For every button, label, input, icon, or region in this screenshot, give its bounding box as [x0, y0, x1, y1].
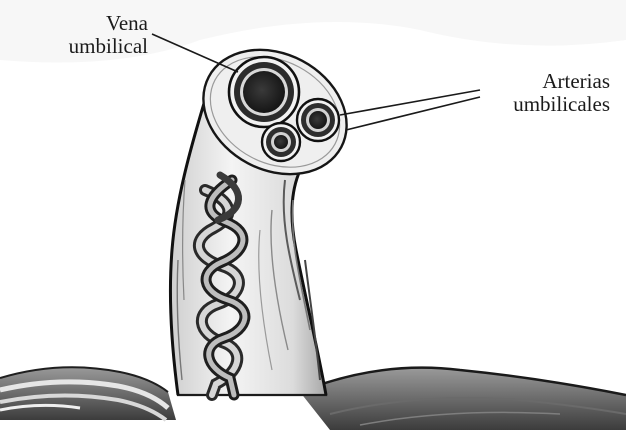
umbilical-arteries-label: Arterias umbilicales: [470, 70, 610, 116]
umbilical-vein-label: Vena umbilical: [52, 12, 148, 58]
umbilical-vein-label-line1: Vena: [52, 12, 148, 35]
umbilical-vein-vessel: [229, 57, 299, 127]
placenta-right: [300, 368, 626, 430]
umbilical-arteries-label-line1: Arterias: [470, 70, 610, 93]
placenta-left: [0, 367, 176, 420]
umbilical-arteries-label-line2: umbilicales: [470, 93, 610, 116]
umbilical-artery-vessel-upper: [297, 99, 339, 141]
umbilical-vein-label-line2: umbilical: [52, 35, 148, 58]
umbilical-artery-vessel-lower: [262, 123, 300, 161]
